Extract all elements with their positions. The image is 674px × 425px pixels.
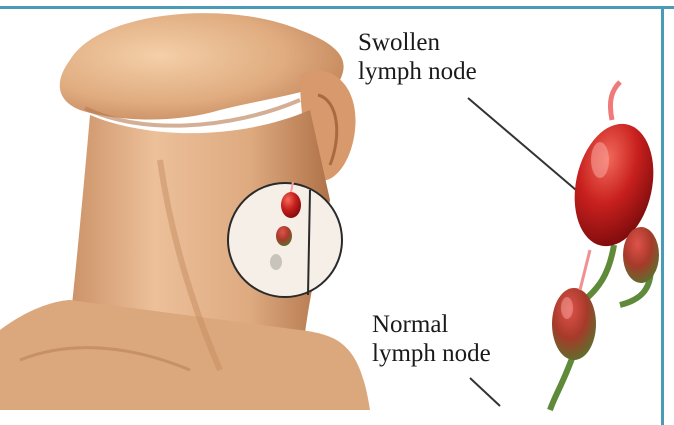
frame-border-top [0,6,674,9]
small-right-node [623,227,659,283]
normal-node [552,288,596,360]
normal-lymph-node-label: Normal lymph node [372,310,491,368]
normal-label-line1: Normal [372,311,448,338]
normal-label-line2: lymph node [372,340,491,367]
swollen-label-line2: lymph node [358,58,477,85]
swollen-label-line1: Swollen [358,29,440,56]
shoulder-shape [0,300,370,410]
swollen-pointer-line [468,98,576,190]
frame-border-right [661,6,664,425]
small-swollen-node [281,192,301,218]
head-shape [60,13,344,119]
normal-pointer-line [470,378,500,406]
swollen-lymph-node-label: Swollen lymph node [358,28,477,86]
